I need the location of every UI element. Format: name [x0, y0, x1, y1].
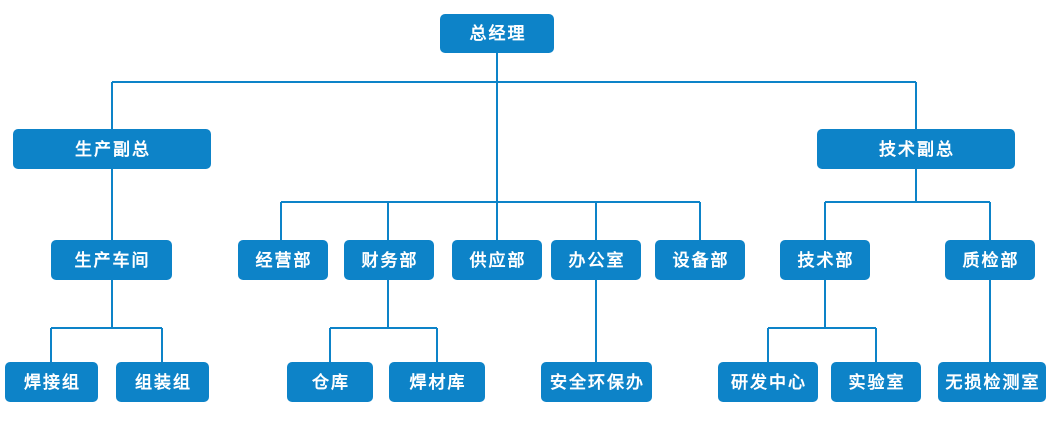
node-label: 供应部 [469, 250, 527, 270]
node-general-manager[interactable]: 总经理 [440, 14, 554, 53]
node-label: 组装组 [135, 372, 192, 392]
node-label: 生产副总 [75, 139, 151, 159]
node-rd-center[interactable]: 研发中心 [718, 362, 818, 402]
node-supply-dept[interactable]: 供应部 [452, 240, 542, 280]
node-operations-dept[interactable]: 经营部 [238, 240, 328, 280]
node-ndt-room[interactable]: 无损检测室 [938, 362, 1046, 402]
node-label: 无损检测室 [945, 372, 1041, 392]
node-label: 技术部 [797, 250, 855, 270]
node-welding-material-store[interactable]: 焊材库 [389, 362, 485, 402]
node-equipment-dept[interactable]: 设备部 [655, 240, 745, 280]
node-warehouse[interactable]: 仓库 [287, 362, 373, 402]
node-label: 生产车间 [74, 250, 151, 270]
node-technical-vp[interactable]: 技术副总 [817, 129, 1015, 169]
node-label: 实验室 [848, 372, 906, 392]
node-label: 经营部 [255, 250, 313, 270]
node-safety-env-office[interactable]: 安全环保办 [541, 362, 652, 402]
node-production-vp[interactable]: 生产副总 [13, 129, 211, 169]
node-quality-dept[interactable]: 质检部 [945, 240, 1035, 280]
node-label: 财务部 [361, 250, 419, 270]
node-production-workshop[interactable]: 生产车间 [51, 240, 172, 280]
node-label: 设备部 [672, 250, 730, 270]
node-label: 仓库 [312, 372, 350, 392]
node-label: 总经理 [469, 24, 527, 43]
node-technical-dept[interactable]: 技术部 [780, 240, 870, 280]
node-finance-dept[interactable]: 财务部 [344, 240, 434, 280]
node-label: 技术副总 [879, 139, 955, 159]
node-label: 质检部 [962, 250, 1020, 270]
node-office[interactable]: 办公室 [551, 240, 641, 280]
node-assembly-group[interactable]: 组装组 [116, 362, 209, 402]
node-label: 办公室 [568, 250, 626, 270]
node-label: 焊接组 [24, 372, 81, 392]
node-label: 研发中心 [731, 372, 807, 392]
node-laboratory[interactable]: 实验室 [831, 362, 921, 402]
node-welding-group[interactable]: 焊接组 [5, 362, 98, 402]
node-label: 焊材库 [409, 372, 467, 392]
node-label: 安全环保办 [550, 372, 645, 392]
